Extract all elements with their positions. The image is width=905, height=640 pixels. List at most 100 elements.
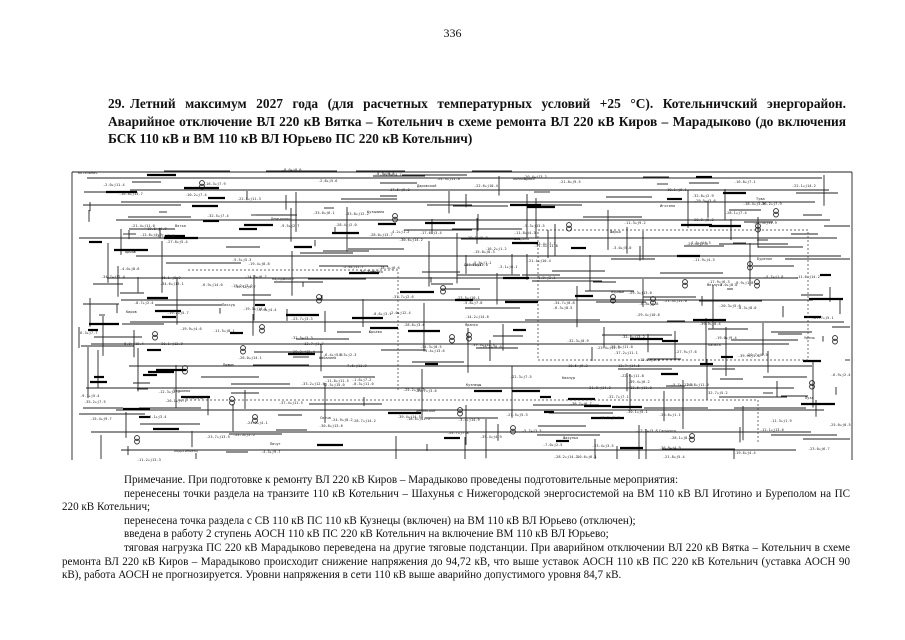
page-number: 336: [443, 26, 462, 40]
flow-value-label: -37.4+j11.5: [279, 401, 303, 405]
flow-value-label: -22.3+j7.5: [510, 375, 532, 379]
flow-value-label: -39.9+j0.4: [699, 322, 721, 326]
flow-value-label: -16.3+j7.9: [204, 182, 226, 186]
flow-value-label: -18.6+j11.5: [406, 417, 430, 421]
flow-value-label: -30.8+j13.6: [319, 424, 343, 428]
transformer-winding: [755, 226, 761, 233]
flow-value-label: -10.2+j7.4: [185, 193, 207, 197]
flow-value-label: -15.2+j3.2: [231, 284, 253, 288]
transformer-winding: [240, 348, 246, 355]
flow-value-label: -21.1+j10.4: [527, 259, 551, 263]
flow-value-label: -5.8+j7.8: [463, 301, 482, 305]
flow-value-label: -33.2+j12.6: [301, 382, 325, 386]
flow-value-label: -22.9+j11.8: [620, 374, 644, 378]
flow-value-label: -16.2+j1.2: [485, 247, 507, 251]
flow-value-label: -11.8+j11.5: [325, 379, 349, 383]
flow-value-label: -16.8+j7.1: [734, 180, 756, 184]
transformer-winding: [682, 279, 688, 285]
flow-value-label: -19.0+j9.4: [715, 336, 737, 340]
transformer-winding: [440, 285, 446, 291]
transformer-winding: [650, 299, 656, 306]
flow-value-label: -12.0+j2.6: [638, 358, 660, 362]
flow-value-label: -28.1+j7.4: [725, 211, 747, 215]
flow-value-label: -17.6+j3.4: [420, 231, 442, 235]
flow-value-label: -23.4+j3.5: [592, 444, 614, 448]
flow-value-label: -34.6+j13.1: [160, 282, 184, 286]
flow-value-label: -10.6+j6.1: [575, 455, 597, 459]
substation-label: Марадыково: [272, 277, 294, 281]
dashed-boundary: [537, 229, 809, 361]
flow-value-label: -6.4+j5.9: [323, 353, 342, 357]
transformer-winding: [449, 334, 455, 340]
transformer-winding: [755, 223, 761, 229]
flow-value-label: -27.8+j5.4: [166, 240, 188, 244]
notes-item-2: перенесена точка раздела с СВ 110 кВ ПС …: [124, 514, 636, 527]
flow-value-label: -5.5+j2.3: [337, 353, 356, 357]
substation-label: Луза: [805, 396, 814, 400]
flow-value-label: -37.7+j2.6: [392, 295, 414, 299]
flow-value-label: -6.3+j8.5: [553, 306, 572, 310]
substation-label: Кузнецы: [466, 383, 481, 387]
section-title: Летний максимум 2027 года (для расчетных…: [108, 96, 846, 146]
flow-value-label: -19.4+j8.6: [480, 345, 502, 349]
flow-value-label: -15.8+j8.3: [473, 250, 495, 254]
flow-value-label: -3.4+j14.9: [458, 418, 480, 422]
flow-value-label: -32.5+j3.3: [291, 336, 313, 340]
flow-value-label: -39.6+j12.3: [471, 343, 495, 347]
transformer-winding: [682, 282, 688, 289]
flow-value-label: -23.0+j6.7: [808, 447, 830, 451]
flow-value-label: -28.9+j11.0: [609, 345, 633, 349]
flow-value-label: -19.6+j4.9: [145, 227, 167, 231]
flow-value-label: -24.3+j11.0: [436, 177, 460, 181]
flow-value-label: -34.7+j0.8: [553, 301, 575, 305]
flow-value-label: -28.6+j3.6: [403, 323, 425, 327]
flow-value-label: -0.3+j8.0: [737, 306, 756, 310]
transformer-winding: [754, 282, 760, 289]
transformer-winding: [392, 213, 398, 219]
flow-value-label: -0.7+j8.0: [375, 172, 394, 176]
flow-value-label: -18.4+j3.9: [743, 202, 765, 206]
flow-value-label: -21.4+j11.0: [131, 224, 155, 228]
flow-value-label: -4.8+j4.4: [257, 308, 276, 312]
flow-value-label: -18.3+j6.6: [378, 266, 400, 270]
flow-value-label: -35.2+j7.5: [84, 400, 106, 404]
flow-value-label: -39.9+j1.6: [738, 354, 760, 358]
flow-value-label: -35.4+j4.9: [480, 435, 502, 439]
flow-value-label: -30.6+j1.1: [659, 413, 681, 417]
flow-value-label: -31.4+j11.8: [534, 244, 558, 248]
transformer-winding: [252, 417, 258, 424]
transformer-winding: [773, 208, 779, 214]
flow-value-label: -30.8+j4.7: [380, 173, 402, 177]
flow-value-label: -30.1+j5.1: [626, 410, 648, 414]
flow-value-label: -2.0+j11.4: [103, 183, 125, 187]
flow-value-label: -4.3+j9.7: [261, 450, 280, 454]
flow-value-label: -0.3+j11.0: [352, 382, 374, 386]
flow-value-label: -2.0+j12.4: [389, 311, 411, 315]
flow-value-label: -21.8+j5.4: [663, 455, 685, 459]
diagram-labels: -6.4+j5.9-27.7+j5.1-28.1+j7.4-17.6+j3.4-…: [78, 168, 851, 462]
transformer-winding: [440, 288, 446, 295]
flow-value-label: -17.5+j9.0: [388, 188, 410, 192]
flow-value-label: -28.7+j14.2: [352, 419, 376, 423]
flow-value-label: -15.4+j9.7: [90, 417, 112, 421]
substation-label: Демьяново: [271, 217, 290, 221]
flow-value-label: -26.2+j7.9: [760, 202, 782, 206]
transformer-winding: [510, 425, 516, 431]
flow-value-label: -21.4+j3.8: [686, 242, 708, 246]
notes-header: Примечание. При подготовке к ремонту ВЛ …: [124, 474, 679, 486]
flow-value-label: -19.6+j4.4: [734, 451, 756, 455]
transformer-winding: [316, 297, 322, 304]
flow-value-label: -32.8+j13.2: [621, 335, 645, 339]
substation-label: Юрьево: [369, 330, 382, 334]
flow-value-label: -0.6+j3.1: [372, 312, 391, 316]
flow-value-label: -32.5+j7.4: [207, 214, 229, 218]
flow-value-label: -36.1+j0.9: [159, 276, 181, 280]
transformer-winding: [832, 338, 838, 345]
transformer-winding: [259, 327, 265, 334]
flow-value-label: -5.5+j5.3: [232, 258, 251, 262]
transformer-winding: [466, 335, 472, 342]
flow-value-label: -22.5+j11.9: [753, 221, 777, 225]
flow-value-label: -7.0+j2.5: [543, 443, 562, 447]
flow-value-label: -28.1+j8.8: [670, 436, 692, 440]
flow-value-label: -7.6+j11.9: [345, 364, 367, 368]
